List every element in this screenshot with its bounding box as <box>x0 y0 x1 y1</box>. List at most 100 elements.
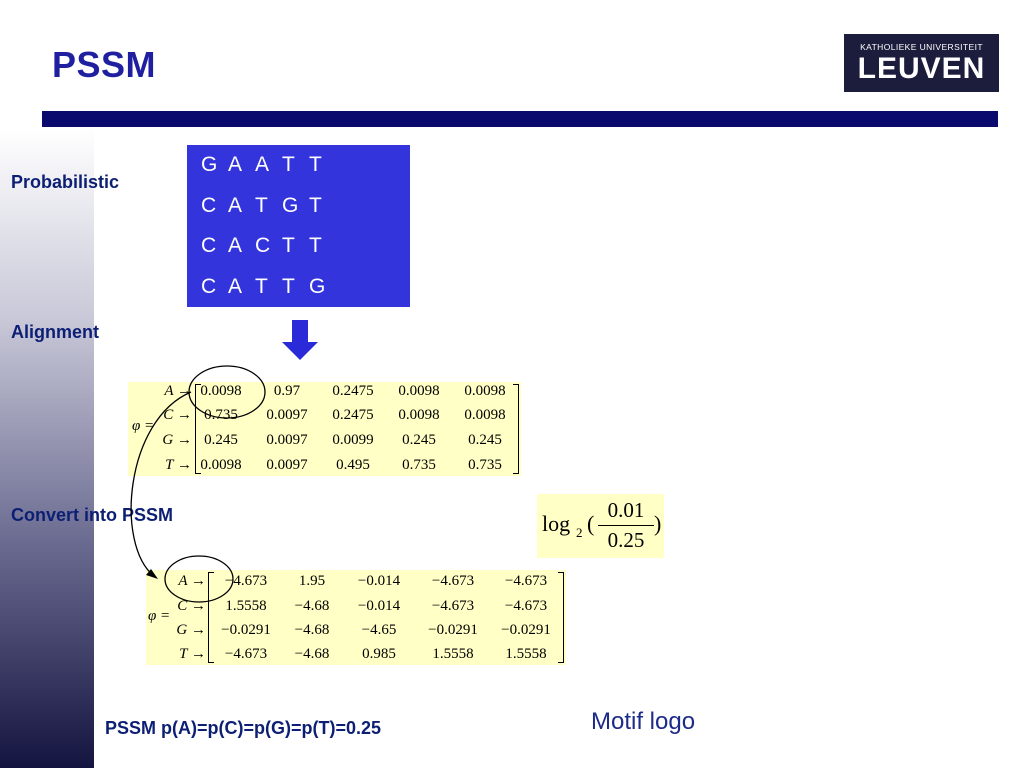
matrix-cell: 0.495 <box>336 457 370 473</box>
matrix-cell: −4.65 <box>361 622 397 638</box>
fraction-denominator: 0.25 <box>607 528 645 552</box>
highlight-circle-top <box>188 365 266 419</box>
nucleotide: C <box>255 234 271 257</box>
open-paren: ( <box>587 511 595 536</box>
matrix-cell: −0.0291 <box>501 622 551 638</box>
row-label: T → <box>165 457 192 473</box>
matrix-cell: 0.0098 <box>398 383 440 399</box>
left-bracket <box>195 384 201 474</box>
close-paren: ) <box>654 511 662 536</box>
matrix-cell: −4.673 <box>504 573 548 589</box>
matrix-cell: 0.245 <box>468 432 502 448</box>
university-logo: KATHOLIEKE UNIVERSITEIT LEUVEN <box>844 34 999 92</box>
matrix-cell: −4.673 <box>431 598 475 614</box>
nucleotide: A <box>228 194 243 217</box>
matrix-cell: 0.0098 <box>398 407 440 423</box>
side-gradient <box>0 128 94 768</box>
label-convert: Convert into PSSM <box>11 505 174 525</box>
fraction-line <box>598 525 654 526</box>
nucleotide: A <box>228 153 243 176</box>
highlight-circle-bottom <box>164 555 234 603</box>
pssm-probability-note: PSSM p(A)=p(C)=p(G)=p(T)=0.25 <box>105 718 382 738</box>
matrix-cell: 0.245 <box>402 432 436 448</box>
matrix-cell: 0.0097 <box>266 432 308 448</box>
matrix-cell: 1.5558 <box>432 646 474 662</box>
label-alignment: Alignment <box>11 322 99 342</box>
matrix-cell: −0.014 <box>357 573 401 589</box>
nucleotide: A <box>228 275 243 298</box>
nucleotide: C <box>201 275 217 298</box>
matrix-cell: 0.2475 <box>332 407 374 423</box>
logo-line1: KATHOLIEKE UNIVERSITEIT <box>860 42 983 52</box>
nucleotide: G <box>309 275 326 298</box>
matrix-cell: 0.0098 <box>200 457 242 473</box>
nucleotide: G <box>282 194 299 217</box>
connector-arrowhead-icon <box>146 569 158 579</box>
matrix-cell: 0.0099 <box>332 432 374 448</box>
matrix-cell: 0.735 <box>468 457 502 473</box>
row-label: C → <box>163 407 192 423</box>
phi-symbol: φ = <box>148 608 171 624</box>
right-bracket <box>513 384 519 474</box>
matrix-cell: 0.97 <box>273 383 301 399</box>
page-title: PSSM <box>52 44 157 85</box>
nucleotide: T <box>309 153 322 176</box>
nucleotide: A <box>255 153 270 176</box>
nucleotide: T <box>255 275 268 298</box>
pssm-matrix: φ = A → −4.673 1.95 −0.014 −4.673 −4.673… <box>146 570 566 665</box>
log-formula: log 2 ( 0.01 0.25 ) <box>537 494 664 558</box>
right-bracket <box>558 572 564 663</box>
row-label: G → <box>176 622 206 638</box>
matrix-cell: 0.985 <box>362 646 396 662</box>
row-label: T → <box>179 646 206 662</box>
matrix-cell: 0.735 <box>402 457 436 473</box>
matrix-cell: 0.0097 <box>266 457 308 473</box>
matrix-cell: −0.0291 <box>428 622 478 638</box>
matrix-cell: −4.673 <box>431 573 475 589</box>
nucleotide: T <box>282 234 295 257</box>
nucleotide: T <box>255 194 268 217</box>
matrix-cell: −4.68 <box>294 646 330 662</box>
matrix-cell: −4.68 <box>294 598 330 614</box>
row-label: A → <box>178 573 206 589</box>
probability-matrix: φ = A → 0.0098 0.97 0.2475 0.0098 0.0098… <box>128 382 521 476</box>
matrix-cell: −4.673 <box>224 646 268 662</box>
matrix-cell: 0.0098 <box>464 407 506 423</box>
matrix-cell: 0.735 <box>204 407 238 423</box>
nucleotide: C <box>201 194 217 217</box>
matrix-cell: 1.5558 <box>505 646 547 662</box>
matrix-cell: 1.5558 <box>225 598 267 614</box>
logo-line2: LEUVEN <box>857 52 986 85</box>
row-label: G → <box>162 432 192 448</box>
motif-logo-label: Motif logo <box>591 708 696 735</box>
log-text: log <box>542 511 571 536</box>
phi-symbol: φ = <box>132 418 155 434</box>
header-bar <box>42 111 998 127</box>
matrix-cell: 0.245 <box>204 432 238 448</box>
nucleotide: G <box>201 153 218 176</box>
connector-curve <box>130 391 192 577</box>
fraction-numerator: 0.01 <box>607 498 645 522</box>
nucleotide: T <box>282 153 295 176</box>
matrix-cell: −0.014 <box>357 598 401 614</box>
down-arrow-icon <box>282 320 318 360</box>
nucleotide: A <box>228 234 243 257</box>
matrix-cell: 0.0098 <box>464 383 506 399</box>
left-bracket <box>208 572 214 663</box>
matrix-cell: 1.95 <box>298 573 326 589</box>
matrix-cell: −4.673 <box>224 573 268 589</box>
matrix-cell: 0.0098 <box>200 383 242 399</box>
matrix-cell: −4.673 <box>504 598 548 614</box>
matrix-cell: −4.68 <box>294 622 330 638</box>
matrix-cell: 0.0097 <box>266 407 308 423</box>
label-probabilistic: Probabilistic <box>11 172 120 192</box>
matrix-cell: 0.2475 <box>332 383 374 399</box>
nucleotide: T <box>309 234 322 257</box>
log-base: 2 <box>576 525 583 540</box>
nucleotide: T <box>282 275 295 298</box>
